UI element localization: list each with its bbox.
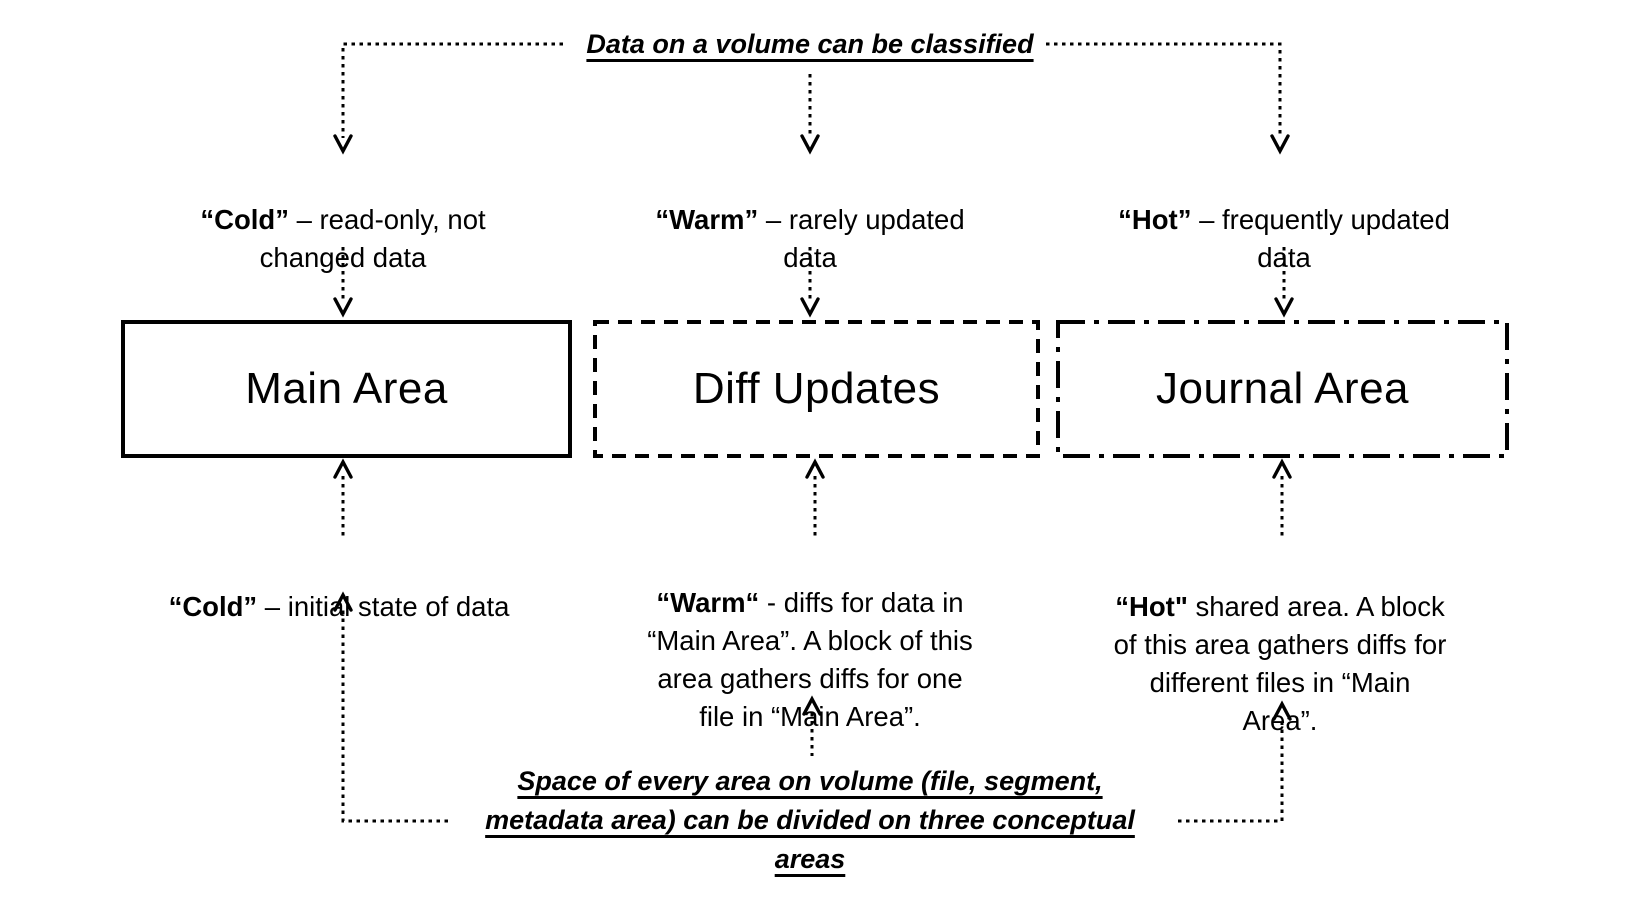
arrowhead-down-icon — [1274, 297, 1294, 318]
arrowhead-down-icon — [800, 134, 820, 155]
space-connector-left — [333, 591, 448, 823]
hot-area-desc-text: shared area. A block of this area gather… — [1113, 591, 1447, 736]
arrowhead-up-icon — [1272, 458, 1292, 479]
bottom-caption: Space of every area on volume (file, seg… — [485, 766, 1135, 874]
hot-desc-text: – frequently updated data — [1199, 204, 1450, 273]
dotted-line — [1178, 718, 1284, 823]
cold-area-description: “Cold” – initial state of data — [139, 550, 539, 626]
main-area-box-border — [121, 320, 572, 458]
arrowhead-down-icon — [333, 297, 353, 318]
arrowhead-up-icon — [1272, 700, 1292, 721]
arrowhead-up-icon — [333, 591, 353, 612]
warm-area-desc-text: - diffs for data in “Main Area”. A block… — [647, 587, 973, 732]
main-area-label: Main Area — [245, 364, 448, 413]
arrowhead-up-icon — [805, 458, 825, 479]
diff-updates-box-border — [593, 320, 1040, 458]
cold-to-main-arrow — [333, 247, 353, 318]
dotted-line — [341, 609, 448, 823]
dotted-line — [1046, 42, 1282, 138]
classified-connector-left — [333, 42, 563, 155]
top-caption: Data on a volume can be classified — [586, 29, 1034, 59]
diff-updates-box: Diff Updates — [595, 320, 1038, 458]
cold-area-desc-text: – initial state of data — [257, 591, 510, 622]
warm-area-term: “Warm“ — [656, 587, 760, 618]
journal-area-label: Journal Area — [1155, 364, 1410, 413]
hot-area-description: “Hot" shared area. A block of this area … — [1080, 550, 1480, 740]
space-connector-right — [1178, 700, 1292, 823]
arrowhead-up-icon — [802, 695, 822, 716]
journal-area-box-border — [1056, 320, 1509, 458]
space-connector-center — [802, 695, 822, 756]
arrowhead-down-icon — [333, 134, 353, 155]
warm-classification-label: “Warm” – rarely updated data — [610, 163, 1010, 277]
diff-updates-label: Diff Updates — [692, 364, 941, 413]
main-area-box: Main Area — [123, 320, 570, 458]
arrowhead-up-icon — [333, 458, 353, 479]
hot-desc-to-journal-arrow — [1272, 458, 1292, 536]
cold-area-term: “Cold” — [168, 591, 258, 622]
hot-term: “Hot” — [1118, 204, 1192, 235]
cold-desc-text: – read-only, not changed data — [259, 204, 486, 273]
arrowhead-down-icon — [1270, 134, 1290, 155]
warm-to-diff-arrow — [800, 247, 820, 318]
arrowhead-down-icon — [800, 297, 820, 318]
hot-area-term: “Hot" — [1115, 591, 1188, 622]
dotted-line — [341, 42, 563, 138]
cold-desc-to-main-arrow — [333, 458, 353, 538]
warm-desc-text: – rarely updated data — [765, 204, 965, 273]
warm-desc-to-diff-arrow — [805, 458, 825, 536]
cold-term: “Cold” — [200, 204, 289, 235]
hot-to-journal-arrow — [1274, 247, 1294, 318]
warm-term: “Warm” — [655, 204, 759, 235]
classified-connector-center — [800, 74, 820, 155]
hot-classification-label: “Hot” – frequently updated data — [1084, 163, 1484, 277]
warm-area-description: “Warm“ - diffs for data in “Main Area”. … — [610, 546, 1010, 736]
cold-classification-label: “Cold” – read-only, not changed data — [143, 163, 543, 277]
journal-area-box: Journal Area — [1058, 320, 1507, 458]
classified-connector-right — [1046, 42, 1290, 155]
